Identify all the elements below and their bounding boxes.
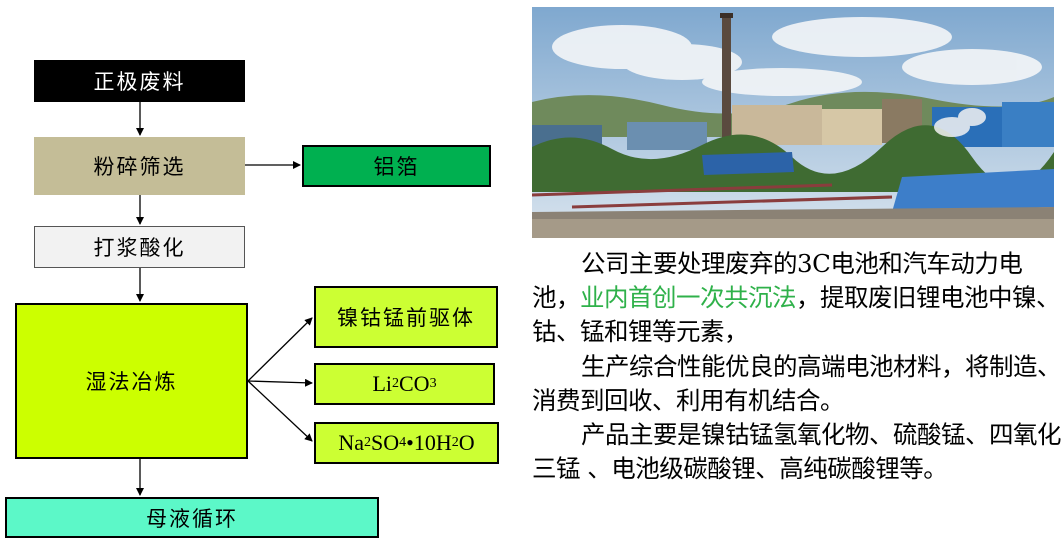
- company-description: 公司主要处理废弃的3C电池和汽车动力电池，业内首创一次共沉法，提取废旧锂电池中镍…: [532, 247, 1062, 486]
- node-mother-liquor-recycle: 母液循环: [5, 497, 379, 538]
- arrow-wet-to-na2so4: [247, 380, 313, 442]
- arrow-wet-to-precursor: [247, 317, 313, 382]
- node-slurry-acidify: 打浆酸化: [34, 226, 245, 268]
- node-wet-smelting: 湿法冶炼: [15, 303, 248, 459]
- node-ncm-precursor: 镍钴锰前驱体: [314, 286, 498, 348]
- node-crush-screen: 粉碎筛选: [34, 137, 245, 195]
- node-cathode-waste: 正极废料: [34, 60, 245, 102]
- node-aluminum-foil: 铝箔: [302, 145, 491, 187]
- arrow-wet-to-li2co3: [247, 378, 313, 387]
- description-paragraph-2: 生产综合性能优良的高端电池材料，将制造、消费到回收、利用有机结合。: [532, 351, 1062, 415]
- description-paragraph-1: 公司主要处理废弃的3C电池和汽车动力电池，业内首创一次共沉法，提取废旧锂电池中镍…: [532, 249, 1061, 347]
- factory-scene-icon: [532, 7, 1054, 238]
- highlight-text: 业内首创一次共沉法: [580, 283, 797, 313]
- factory-photo: [532, 7, 1054, 238]
- description-paragraph-3: 产品主要是镍钴锰氢氧化物、硫酸锰、四氧化三锰 、电池级碳酸锂、高纯碳酸锂等。: [532, 420, 1062, 484]
